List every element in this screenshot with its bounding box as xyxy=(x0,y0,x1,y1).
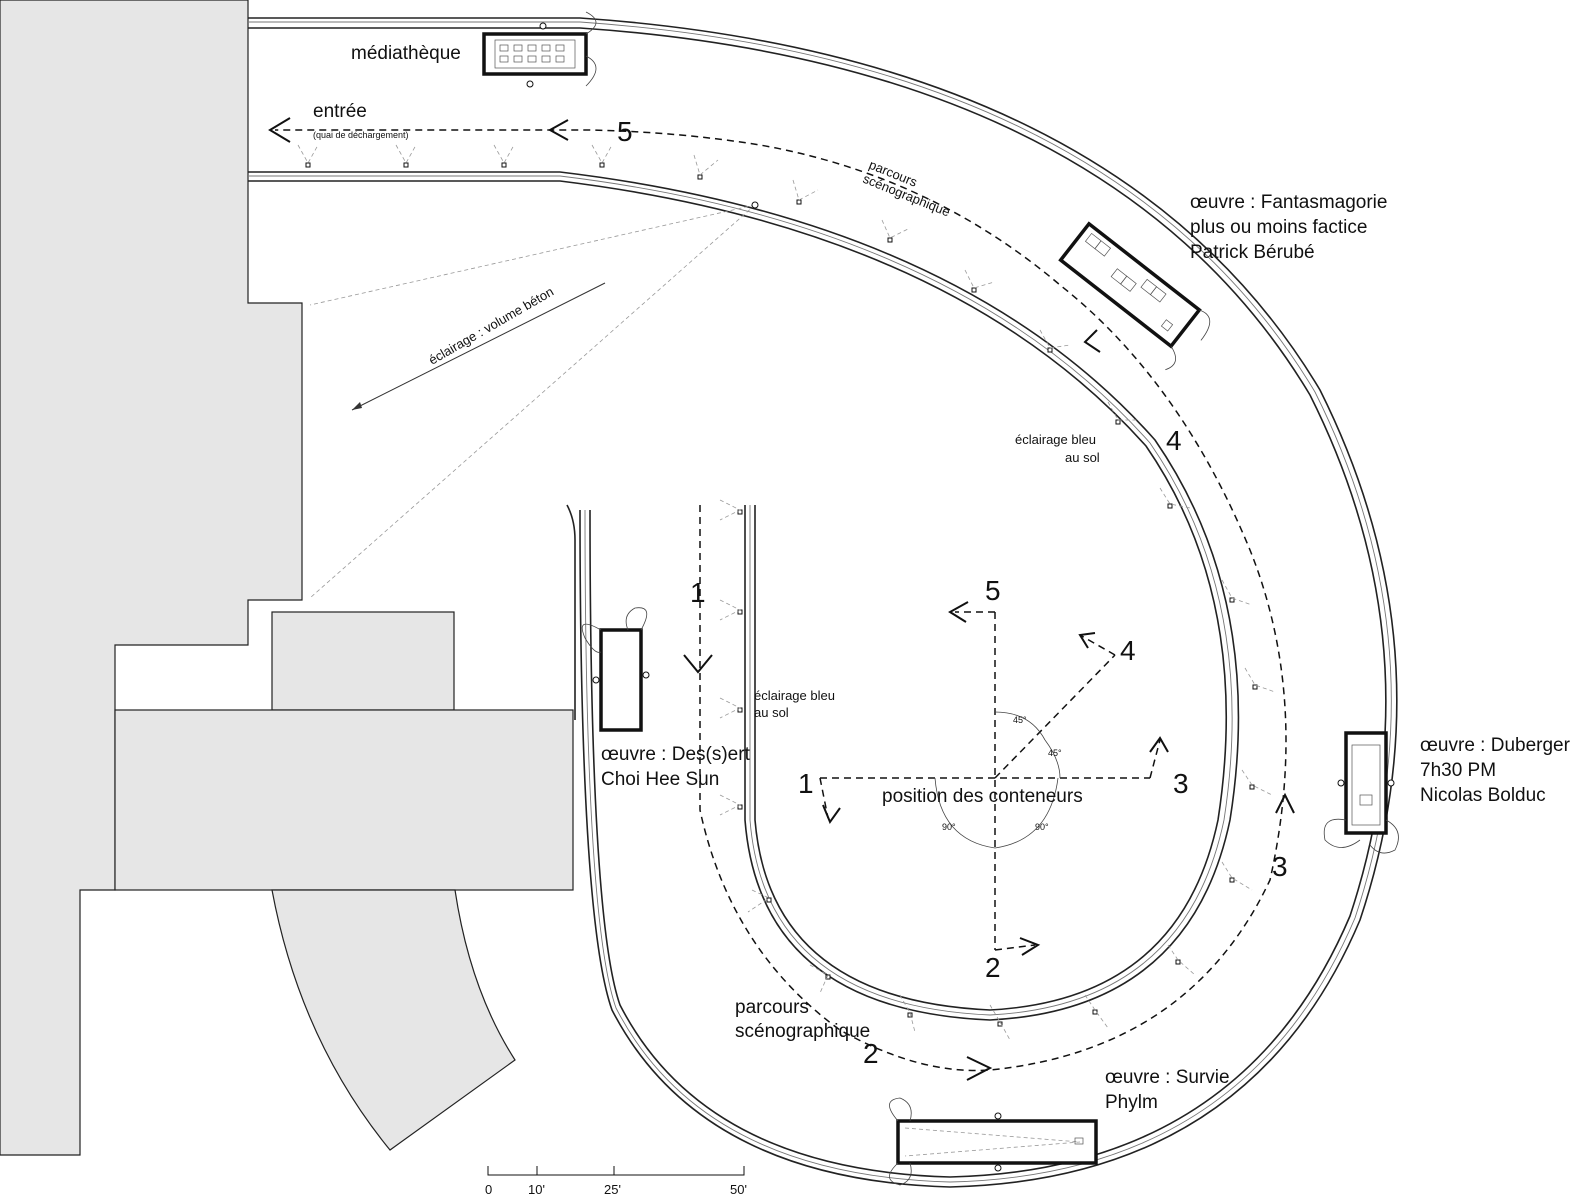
path-number-4: 4 xyxy=(1166,425,1182,456)
building-block-main xyxy=(114,709,574,891)
work-1-line2: plus ou moins factice xyxy=(1190,217,1367,238)
eclairage-beton-arrow xyxy=(351,282,606,411)
light-cones xyxy=(297,144,1276,1041)
label-eclairage-bleu-2b: au sol xyxy=(754,705,789,720)
work-1-line3: Patrick Bérubé xyxy=(1190,242,1315,263)
work-3-line2: Choi Hee Sun xyxy=(601,769,719,790)
angle-label: 45° xyxy=(1048,748,1062,758)
scale-label: 50' xyxy=(730,1182,747,1197)
fixture xyxy=(825,974,831,980)
container-number-2: 2 xyxy=(985,952,1001,983)
fixture xyxy=(971,287,977,293)
label-position: position des conteneurs xyxy=(882,786,1083,807)
fixture xyxy=(1249,784,1255,790)
fixture xyxy=(599,162,605,168)
fixture xyxy=(1047,347,1053,353)
eclairage-beton-arrowhead xyxy=(352,402,362,410)
container-number-5: 5 xyxy=(985,575,1001,606)
work-1-title: œuvre : Fantasmagorie xyxy=(1190,192,1387,213)
work-2-title: œuvre : Duberger xyxy=(1420,735,1571,756)
label-eclairage-bleu-1: éclairage bleu xyxy=(1015,432,1096,447)
outer-wall xyxy=(248,17,1398,1188)
fixture xyxy=(796,199,802,205)
fixture xyxy=(1115,419,1121,425)
label-parcours-bottom-2: scénographique xyxy=(735,1021,870,1042)
fixture xyxy=(501,162,507,168)
label-eclairage-beton: éclairage : volume béton xyxy=(426,284,556,368)
path-arrows xyxy=(268,117,1295,1081)
fixture xyxy=(907,1012,913,1018)
angle-label: 90° xyxy=(1035,822,1049,832)
fixture xyxy=(403,162,409,168)
fixture xyxy=(305,162,311,168)
fixture xyxy=(1092,1009,1098,1015)
fixture xyxy=(997,1021,1003,1027)
outer-wall-inner xyxy=(248,21,1392,1183)
container-number-3: 3 xyxy=(1173,768,1189,799)
angle-label: 45° xyxy=(1013,715,1027,725)
scale-label: 10' xyxy=(528,1182,545,1197)
light-line-1 xyxy=(309,204,756,306)
outer-wall-b xyxy=(248,27,1387,1178)
label-mediatheque: médiathèque xyxy=(351,43,461,64)
fixtures xyxy=(305,162,1258,1027)
container-survie xyxy=(889,1097,1098,1186)
container-number-4: 4 xyxy=(1120,635,1136,666)
inner-wall xyxy=(248,171,1240,1021)
container-mediatheque xyxy=(482,11,597,88)
building-block-upper xyxy=(271,611,455,711)
work-4-line2: Phylm xyxy=(1105,1092,1158,1113)
fixture xyxy=(1229,877,1235,883)
path-number-3: 3 xyxy=(1272,851,1288,882)
fixture xyxy=(887,237,893,243)
label-eclairage-bleu-2: éclairage bleu xyxy=(754,688,835,703)
container-number-1: 1 xyxy=(798,768,814,799)
fixture xyxy=(1252,684,1258,690)
fixture xyxy=(1167,503,1173,509)
label-entree: entrée xyxy=(313,101,367,122)
angle-label: 90° xyxy=(942,822,956,832)
inner-wall-3 xyxy=(248,180,1228,1011)
path-number-1: 1 xyxy=(690,577,706,608)
work-2-line2: 7h30 PM xyxy=(1420,760,1496,781)
work-4-title: œuvre : Survie xyxy=(1105,1067,1230,1088)
work-3-title: œuvre : Des(s)ert xyxy=(601,744,751,765)
label-parcours-bottom-1: parcours xyxy=(735,997,809,1018)
building-outline xyxy=(0,0,303,1156)
fixture xyxy=(766,897,772,903)
container-desert xyxy=(581,607,650,732)
fixture xyxy=(697,174,703,180)
path-number-2: 2 xyxy=(863,1038,879,1069)
container-duberger xyxy=(1323,731,1399,854)
light-line-2 xyxy=(309,204,756,599)
container-fantasmagorie xyxy=(1058,221,1211,371)
scale-label: 25' xyxy=(604,1182,621,1197)
scenographic-path xyxy=(275,129,1287,1072)
path-number-5: 5 xyxy=(617,116,633,147)
outer-wall-left-end xyxy=(566,504,576,720)
inner-wall-2 xyxy=(248,175,1233,1016)
container-diagram xyxy=(819,601,1169,956)
label-eclairage-bleu-1b: au sol xyxy=(1065,450,1100,465)
building-curved-wing xyxy=(271,889,516,1151)
fixture xyxy=(1175,959,1181,965)
work-2-line3: Nicolas Bolduc xyxy=(1420,785,1546,806)
fixture xyxy=(1229,597,1235,603)
scale-bar xyxy=(487,1166,745,1176)
scale-label: 0 xyxy=(485,1182,492,1197)
label-quai: (quai de déchargement) xyxy=(313,130,409,140)
light-source xyxy=(751,201,759,209)
